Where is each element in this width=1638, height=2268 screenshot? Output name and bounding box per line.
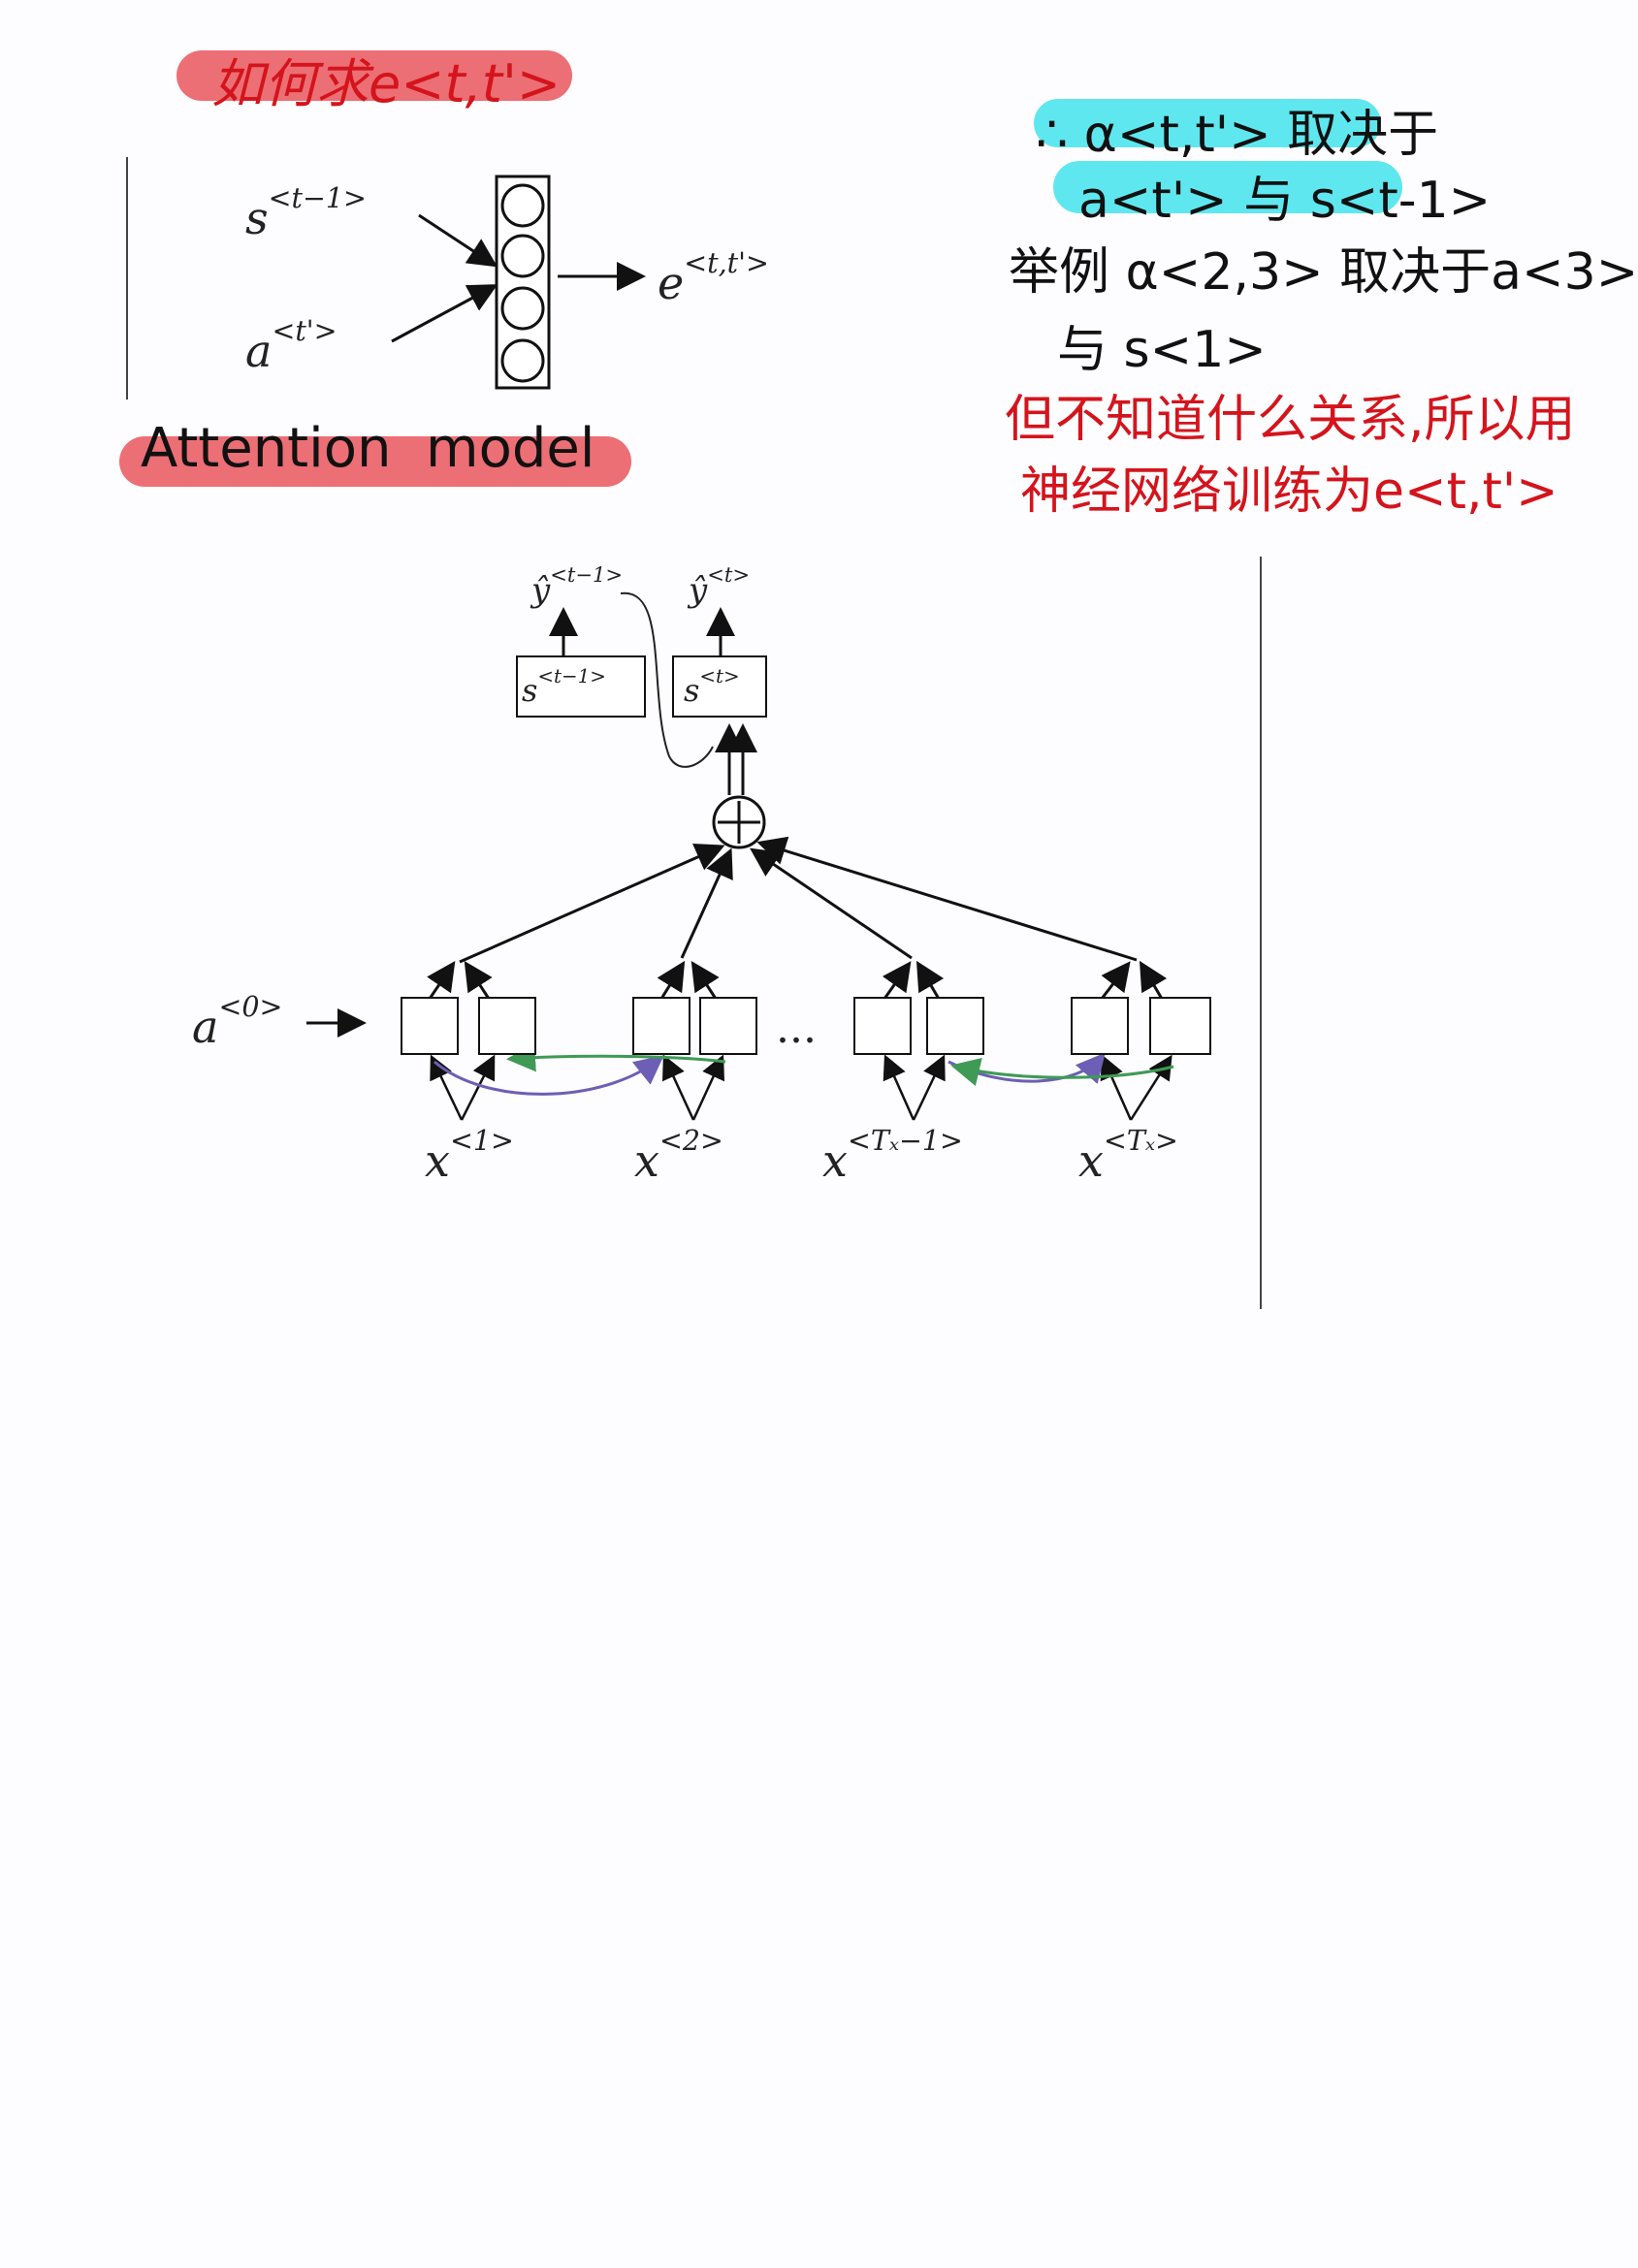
arrow-a-to-net [391,284,498,343]
small-output-e: e<t,t'> [658,247,769,310]
note-title: 如何求e<t,t'> [211,53,562,114]
note-line-2: a<t'> 与 s<t-1> [1078,172,1492,230]
input-x2-label: x<2> [634,1125,723,1188]
state-curr-label: s<t> [684,665,740,709]
note-line-6: 神经网络训练为e<t,t'> [1020,463,1558,521]
state-box-curr [672,655,767,718]
note-line-5: 但不知道什么关系,所以用 [1005,391,1576,449]
arrow-cell4-to-sum [756,836,1138,962]
input-x3-label: x<Tₓ−1> [822,1125,963,1188]
small-input-a: a<t'> [245,315,337,378]
sum-node [712,795,766,849]
ellipsis: ... [776,1004,817,1053]
section-heading: Attention model [141,417,595,480]
feedback-curve [620,591,714,768]
left-margin-line [126,157,128,399]
note-cyan-highlight-2 [1053,161,1402,213]
yhat-prev-label: ŷ<t−1> [531,562,624,611]
note-line-1: ∴ α<t,t'> 取决于 [1036,106,1439,164]
rnn-cell-backward-4 [1149,997,1211,1055]
neuron-column [495,175,551,390]
right-margin-line [1260,557,1262,1309]
backward-recurrence-1 [506,1042,726,1072]
neuron-circle [500,183,545,228]
title-highlight [177,50,572,101]
merge-arrows [427,960,1168,1000]
rnn-cell-backward-2 [699,997,757,1055]
a0-label: a<0> [192,991,283,1054]
input-x4-label: x<Tₓ> [1078,1125,1178,1188]
neuron-circle [500,338,545,383]
arrow-cell2-to-sum [680,847,733,959]
arrow-cell1-to-sum [459,843,725,964]
forward-recurrence-1 [434,1055,664,1096]
state-box-prev [516,655,646,718]
input-arrows [430,1054,1172,1121]
neuron-circle [500,286,545,331]
rnn-cell-forward-4 [1071,997,1129,1055]
rnn-cell-backward-3 [926,997,984,1055]
small-input-s: s<t−1> [245,182,367,245]
note-cyan-highlight-1 [1034,99,1381,147]
small-diagram-svg [306,175,1174,1121]
neuron-circle [500,234,545,278]
arrow-cell3-to-sum [750,847,913,960]
yhat-curr-label: ŷ<t> [689,562,751,611]
note-line-3: 举例 α<2,3> 取决于a<3> [1009,243,1638,302]
note-line-4: 与 s<1> [1057,321,1267,379]
backward-recurrence-2 [950,1057,1174,1087]
heading-highlight [119,436,631,487]
rnn-cell-forward-2 [632,997,691,1055]
rnn-cell-forward-3 [853,997,912,1055]
arrow-s-to-net [418,213,498,268]
rnn-cell-backward-1 [478,997,536,1055]
state-prev-label: s<t−1> [522,665,606,709]
rnn-cell-forward-1 [401,997,459,1055]
input-x1-label: x<1> [425,1125,514,1188]
